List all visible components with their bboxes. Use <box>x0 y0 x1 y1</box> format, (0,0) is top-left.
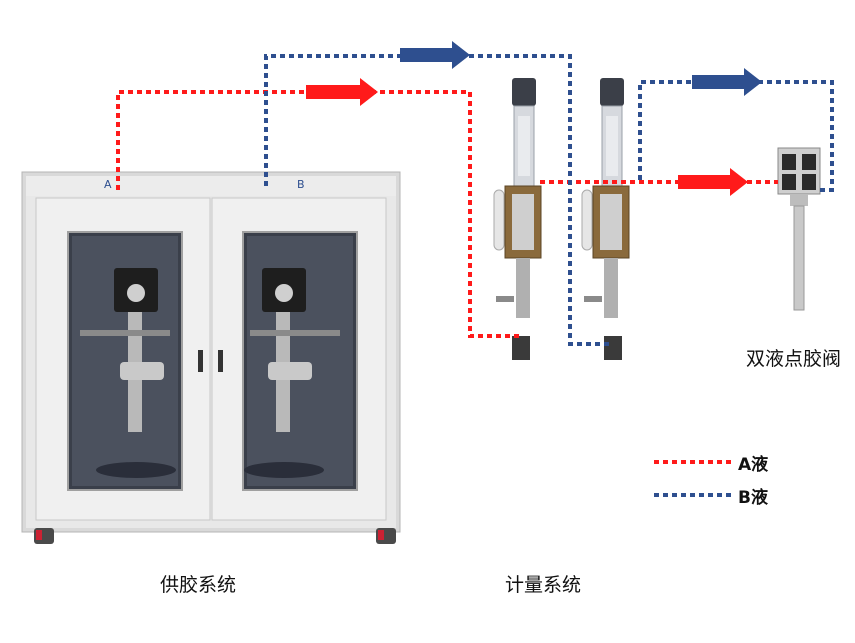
dispense-valve-label: 双液点胶阀 <box>746 348 842 370</box>
supply-system-label: 供胶系统 <box>160 574 237 596</box>
b-liquid-line <box>264 54 834 346</box>
cabinet-port-a-label: A <box>104 178 112 191</box>
cabinet-port-b-label: B <box>297 178 305 191</box>
b-flow-arrow-1 <box>400 41 470 69</box>
dispense-valve <box>777 147 821 311</box>
metering-unit-b <box>581 78 630 360</box>
supply-cabinet <box>21 171 401 544</box>
pump-right <box>244 268 340 478</box>
a-flow-arrow-2 <box>678 168 748 196</box>
metering-system-label: 计量系统 <box>505 574 582 596</box>
legend-b-label: B液 <box>738 488 768 508</box>
legend-a-label: A液 <box>738 455 769 475</box>
b-flow-arrow-2 <box>692 68 762 96</box>
metering-unit-a <box>493 78 542 360</box>
a-liquid-line <box>116 90 778 338</box>
a-flow-arrow-1 <box>306 78 378 106</box>
pump-left <box>80 268 176 478</box>
